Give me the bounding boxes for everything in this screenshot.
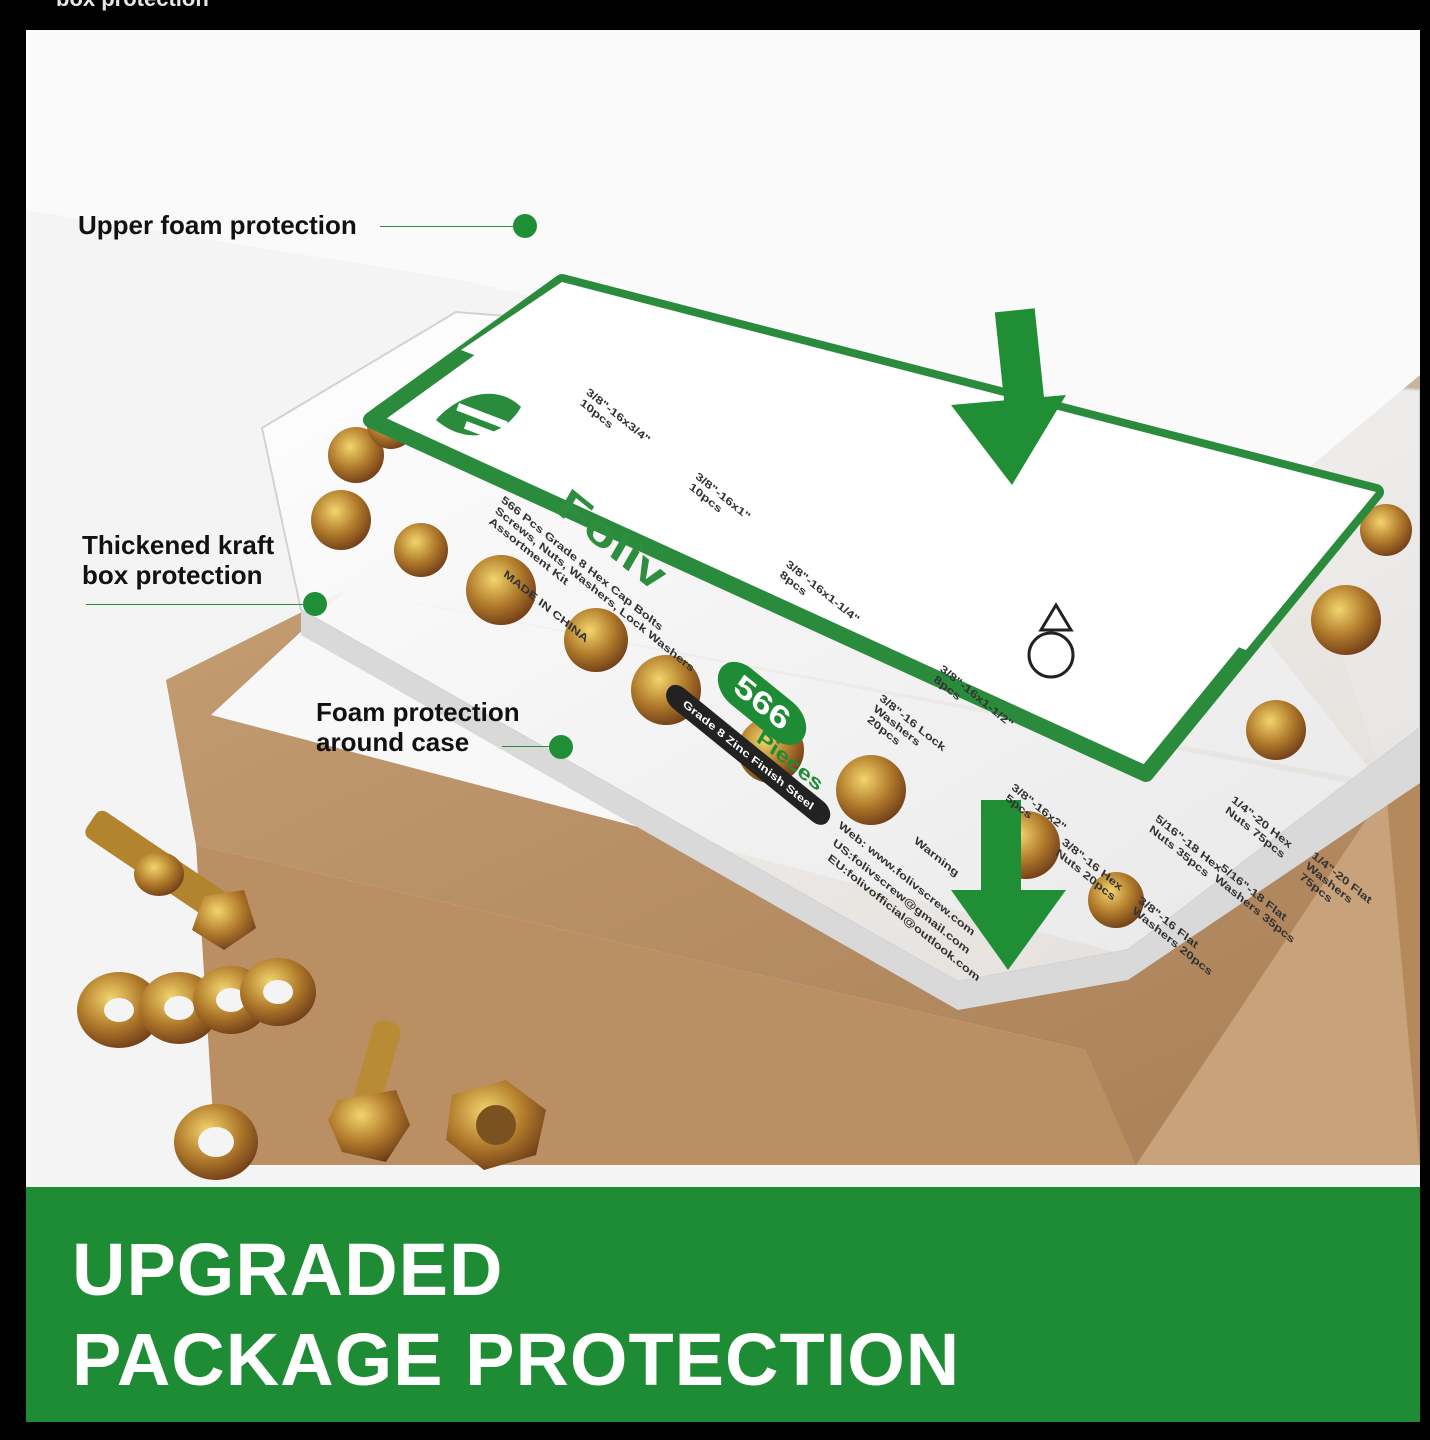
headline-line2: PACKAGE PROTECTION xyxy=(72,1318,961,1401)
callout-dot-foam xyxy=(549,735,573,759)
callout-foam-line2: around case xyxy=(316,727,470,757)
callout-line-kraft xyxy=(86,604,314,605)
product-image-frame: Foliv 566 Pcs Grade 8 Hex Cap Bolts Scre… xyxy=(26,30,1420,1422)
upper-foam-sheet xyxy=(26,30,1420,485)
callout-upper-foam: Upper foam protection xyxy=(78,210,357,240)
recycle-icon xyxy=(1027,631,1075,679)
item-label: 5/16"-18 Flat Washers 35pcs xyxy=(1212,861,1297,946)
callout-line-foam xyxy=(502,746,554,747)
case-edge xyxy=(301,610,1420,1010)
green-product-label xyxy=(363,274,1384,782)
loose-bolt-left xyxy=(85,810,256,950)
item-label: 3/8"-16 Flat Washers 20pcs xyxy=(1130,893,1215,979)
callout-foam-line1: Foam protection xyxy=(316,697,520,727)
item-label: 1/4"-20 Flat Washers 75pcs xyxy=(1297,848,1374,907)
kraft-box-right-wall xyxy=(1136,790,1420,1165)
callout-kraft-line2: box protection xyxy=(82,560,263,590)
headline-line1: UPGRADED xyxy=(72,1228,504,1311)
item-label: 1/4"-20 Hex Nuts 75pcs xyxy=(1223,792,1295,861)
item-label: 3/8"-16x1-1/4" 8pcs xyxy=(777,557,862,626)
washer-stack xyxy=(77,958,316,1048)
warning-icon xyxy=(1038,602,1074,632)
top-strip-text: box protection xyxy=(56,0,209,12)
item-label: 3/8"-16 Hex Nuts 20pcs xyxy=(1053,835,1125,904)
callout-dot-kraft xyxy=(303,592,327,616)
headline-banner: UPGRADED PACKAGE PROTECTION xyxy=(26,1187,1420,1422)
headline-text: UPGRADED PACKAGE PROTECTION xyxy=(72,1225,960,1405)
callout-dot-upper-foam xyxy=(513,214,537,238)
top-strip: box protection xyxy=(0,0,1430,30)
callout-line-upper-foam xyxy=(380,226,534,227)
kraft-box-front-wall xyxy=(196,845,1136,1165)
down-arrow-bottom xyxy=(951,800,1066,970)
callout-kraft-line1: Thickened kraft xyxy=(82,530,275,560)
us-email: US:folivscrew@gmail.com xyxy=(830,836,973,957)
lock-washer xyxy=(174,1104,258,1180)
packaging-scene xyxy=(26,30,1420,1422)
down-arrow-top xyxy=(951,308,1066,485)
hex-bolt-center xyxy=(328,1020,410,1162)
warning-text: Warning xyxy=(912,834,962,880)
item-label: 3/8"-16 Lock Washers 20pcs xyxy=(865,691,948,754)
hex-nut xyxy=(446,1080,546,1170)
item-label: 3/8"-16x1-1/2" 8pcs xyxy=(931,662,1016,731)
item-label: 3/8"-16x1" 10pcs xyxy=(687,469,753,524)
